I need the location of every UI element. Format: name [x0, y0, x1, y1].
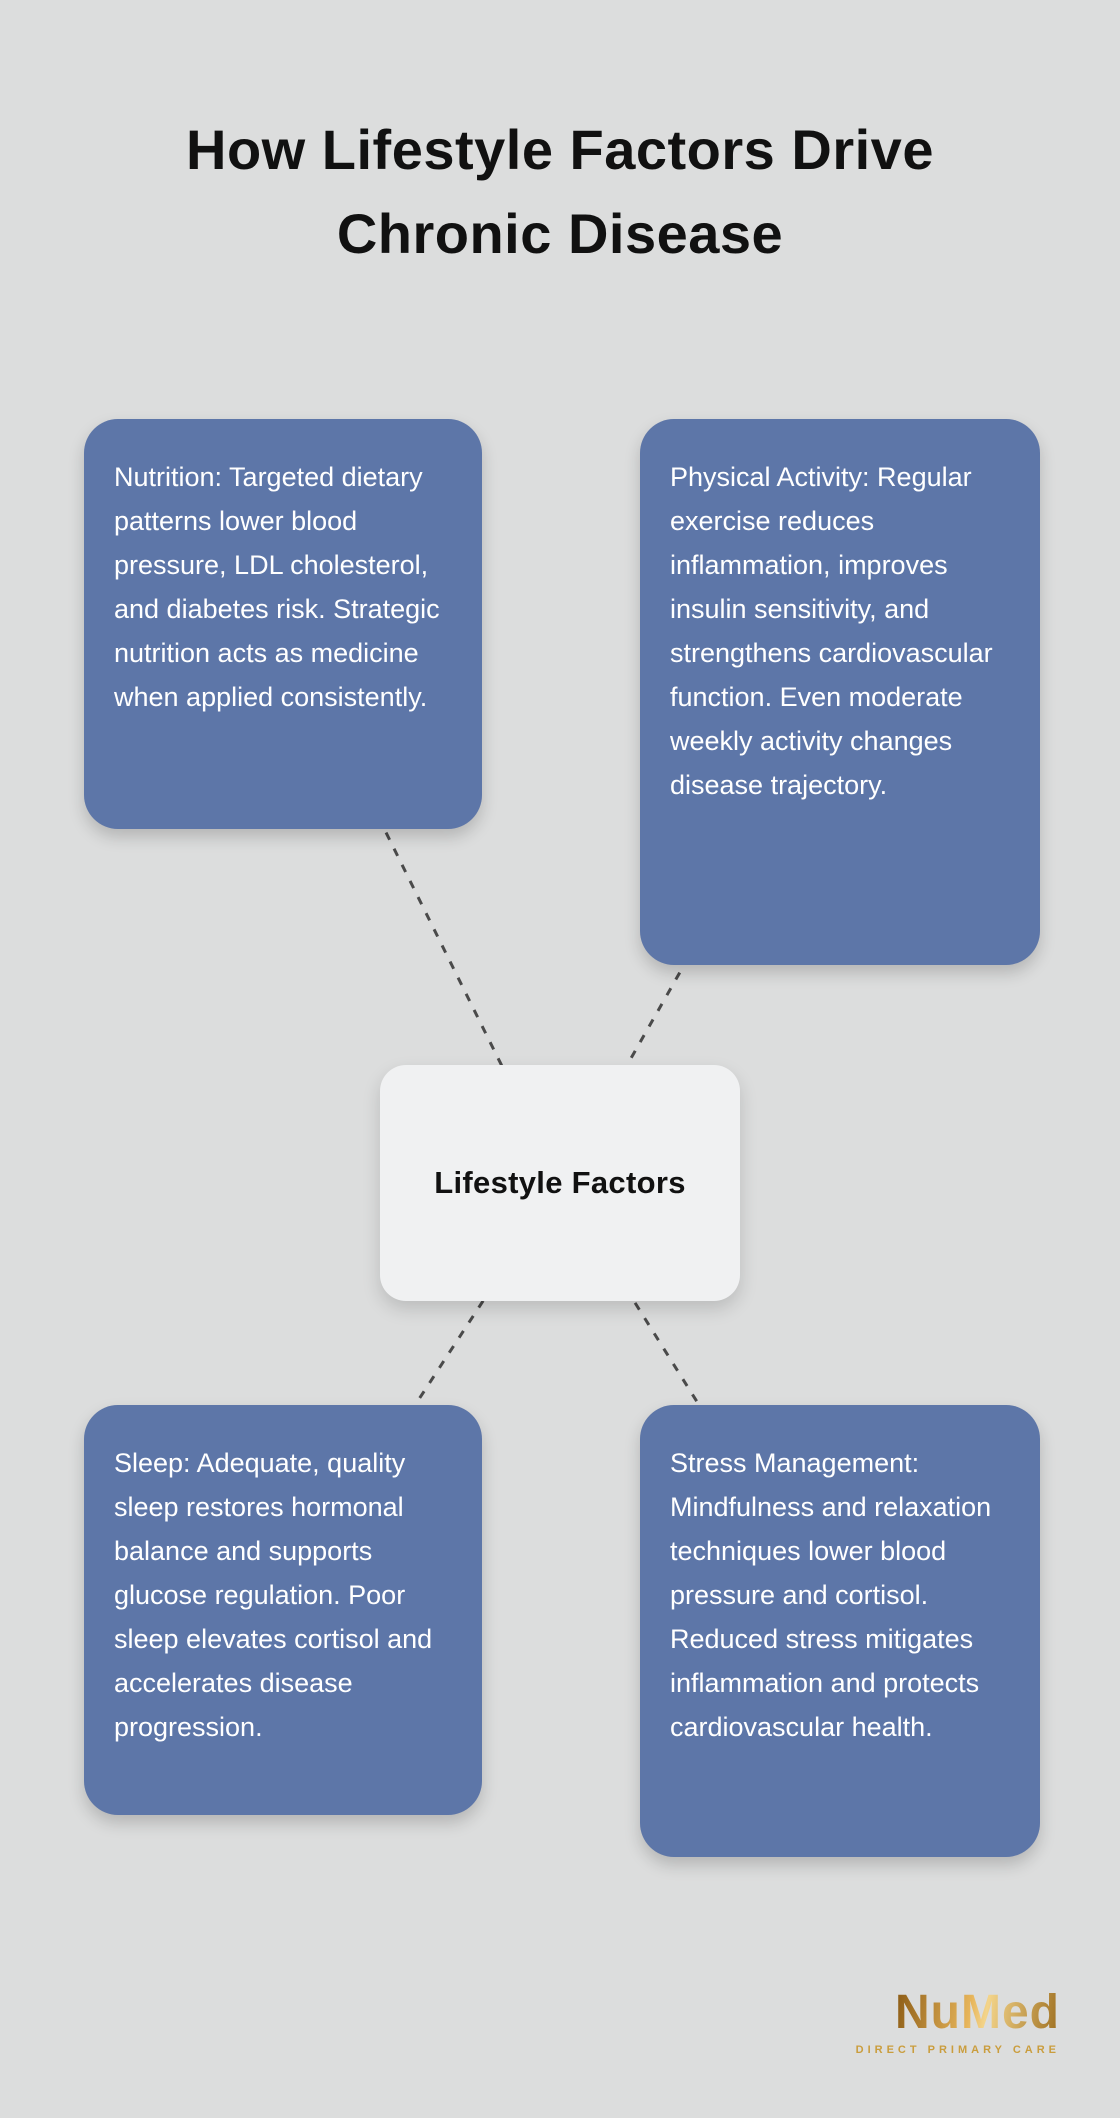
node-sleep: Sleep: Adequate, quality sleep restores … — [84, 1405, 482, 1815]
connector-sleep — [280, 1182, 562, 1610]
node-stress-management-text: Stress Management: Mindfulness and relax… — [670, 1448, 992, 1742]
logo-tagline: DIRECT PRIMARY CARE — [855, 2044, 1060, 2056]
node-stress-management: Stress Management: Mindfulness and relax… — [640, 1405, 1040, 1857]
node-physical-activity: Physical Activity: Regular exercise redu… — [640, 419, 1040, 965]
node-nutrition-text: Nutrition: Targeted dietary patterns low… — [114, 462, 440, 712]
logo-wordmark: NuMed — [895, 1986, 1060, 2039]
brand-logo: NuMed DIRECT PRIMARY CARE — [800, 1985, 1060, 2056]
node-sleep-text: Sleep: Adequate, quality sleep restores … — [114, 1448, 433, 1742]
page-title: How Lifestyle Factors Drive Chronic Dise… — [186, 118, 934, 265]
node-nutrition: Nutrition: Targeted dietary patterns low… — [84, 419, 482, 829]
center-node-label: Lifestyle Factors — [434, 1165, 686, 1200]
node-physical-activity-text: Physical Activity: Regular exercise redu… — [670, 462, 993, 800]
connector-nutrition — [280, 622, 562, 1184]
center-node: Lifestyle Factors — [380, 1065, 740, 1301]
